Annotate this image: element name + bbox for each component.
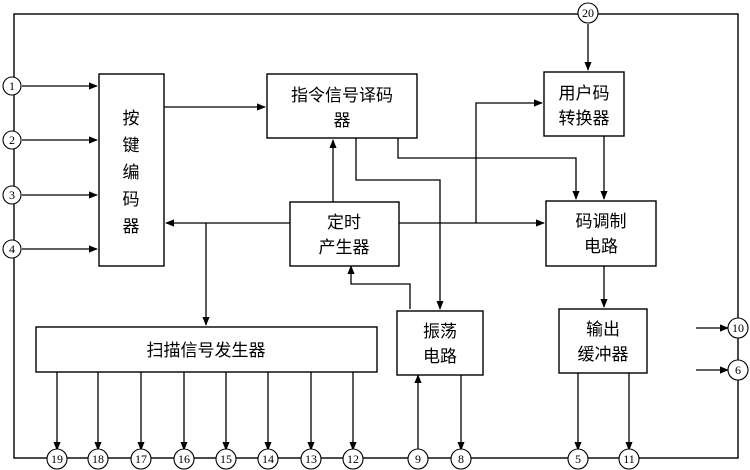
pin-15: 15 [215,448,237,470]
pin-5: 5 [567,448,589,470]
key-encoder-label-2: 键 [123,136,140,156]
output-buffer-label-1: 输出 [586,320,620,340]
pin-4: 4 [2,239,22,259]
pin-11: 11 [618,448,640,470]
svg-text:15: 15 [220,452,232,466]
pin-17: 17 [130,448,152,470]
key-encoder-label-1: 按 [123,109,140,129]
svg-text:11: 11 [623,452,635,466]
svg-text:10: 10 [732,321,744,335]
oscillator-label-1: 振荡 [423,322,457,342]
svg-text:20: 20 [582,6,594,20]
svg-text:6: 6 [735,363,741,377]
svg-text:13: 13 [305,452,317,466]
code-modulator-label-2: 电路 [584,237,618,257]
svg-text:4: 4 [9,242,15,256]
pin-14: 14 [257,448,279,470]
pin-1: 1 [2,76,22,96]
instruction-decoder-block: 指令信号译码 器 [266,73,418,139]
pin-2: 2 [2,130,22,150]
pin-20: 20 [577,2,599,24]
output-buffer-block: 输出 缓冲器 [558,308,648,374]
pin-18: 18 [87,448,109,470]
oscillator-block: 振荡 电路 [396,310,484,376]
svg-text:5: 5 [575,452,581,466]
connections [22,24,729,451]
user-code-converter-label-2: 转换器 [559,109,610,129]
pin-13: 13 [300,448,322,470]
output-buffer-label-2: 缓冲器 [578,345,629,365]
svg-text:18: 18 [92,452,104,466]
oscillator-label-2: 电路 [423,347,457,367]
timing-generator-label-1: 定时 [327,213,361,233]
svg-text:1: 1 [9,79,15,93]
key-encoder-label-5: 器 [123,217,140,237]
instruction-decoder-label-2: 器 [334,111,351,131]
svg-text:17: 17 [135,452,147,466]
svg-text:8: 8 [458,452,464,466]
svg-text:2: 2 [9,133,15,147]
pin-12: 12 [342,448,364,470]
pin-16: 16 [173,448,195,470]
chip-outline [13,13,739,459]
key-encoder-label-3: 编 [123,163,140,183]
svg-text:19: 19 [51,452,63,466]
user-code-converter-label-1: 用户码 [559,84,610,104]
pin-3: 3 [2,185,22,205]
pin-9: 9 [407,448,429,470]
scan-signal-generator-block: 扫描信号发生器 [35,326,378,373]
pin-8: 8 [450,448,472,470]
svg-text:16: 16 [178,452,190,466]
timing-generator-block: 定时 产生器 [289,201,400,267]
pin-6: 6 [727,359,749,381]
scan-signal-generator-label: 扫描信号发生器 [147,341,266,361]
timing-generator-label-2: 产生器 [319,238,370,258]
code-modulator-label-1: 码调制 [576,212,627,232]
pin-19: 19 [46,448,68,470]
pin-10: 10 [727,317,749,339]
svg-text:9: 9 [415,452,421,466]
svg-text:12: 12 [347,452,359,466]
key-encoder-label-4: 码 [123,190,140,210]
code-modulator-block: 码调制 电路 [545,200,657,267]
key-encoder-block: 按 键 编 码 器 [98,73,165,267]
instruction-decoder-label-1: 指令信号译码 [291,86,393,106]
svg-text:14: 14 [262,452,274,466]
user-code-converter-block: 用户码 转换器 [543,71,625,137]
svg-text:3: 3 [9,188,15,202]
